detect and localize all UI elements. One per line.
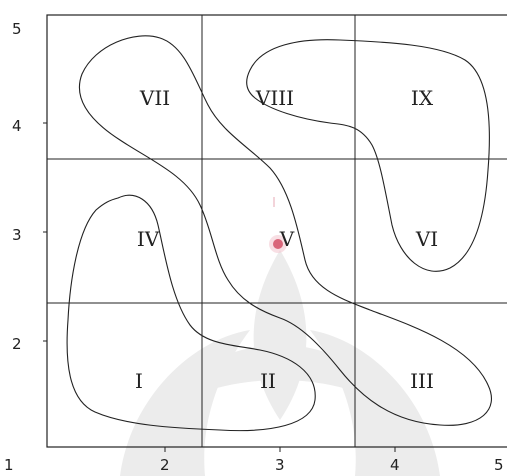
x-tick-label-2: 2	[160, 456, 170, 474]
cell-label-v: V	[279, 227, 295, 251]
y-tick-label-3: 3	[12, 226, 22, 244]
center-marker-dot	[273, 239, 283, 249]
cell-label-vi: VI	[415, 227, 438, 251]
cell-label-ii: II	[260, 369, 276, 393]
cluster-outline-iv-i-ii	[66, 194, 316, 432]
watermark-ring	[150, 345, 410, 420]
x-tick-label-1: 1	[4, 456, 14, 474]
cell-label-ix: IX	[411, 86, 434, 110]
x-tick-label-4: 4	[390, 456, 400, 474]
y-tick-label-2: 2	[12, 335, 22, 353]
cluster-outline-viii-ix-vi	[246, 39, 490, 272]
diagram-frame	[46, 14, 507, 448]
watermark-petal-center	[253, 250, 307, 420]
x-tick-label-5: 5	[494, 456, 504, 474]
x-tick-label-3: 3	[275, 456, 285, 474]
cell-label-vii: VII	[139, 86, 170, 110]
y-tick-label-4: 4	[12, 117, 22, 135]
watermark-emblem	[120, 250, 440, 476]
cell-label-i: I	[135, 369, 143, 393]
cluster-outline-vii-v-iii	[78, 35, 493, 426]
center-marker	[269, 197, 287, 253]
cell-label-viii: VIII	[255, 86, 294, 110]
cell-label-iii: III	[410, 369, 434, 393]
y-tick-label-5: 5	[12, 20, 22, 38]
watermark-petal-left	[120, 330, 250, 476]
cell-label-iv: IV	[137, 227, 160, 251]
